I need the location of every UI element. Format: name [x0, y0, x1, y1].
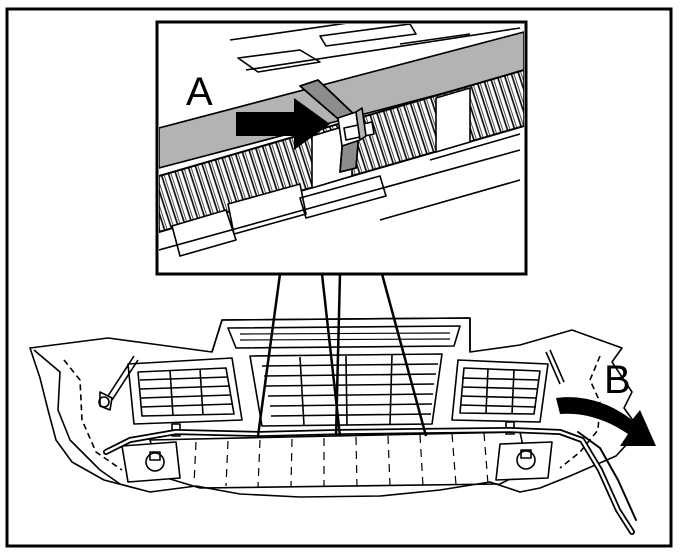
- bumper-left-inner-edge: [63, 359, 123, 471]
- upper-grille-inner: [227, 325, 461, 349]
- right-push-pin-clip: [545, 349, 565, 385]
- upper-grille-slats: [239, 332, 451, 341]
- right-fog-lamp-bracket: [495, 441, 553, 481]
- conduit-tape-wrap-right: [435, 87, 471, 153]
- callout-label-a: A: [186, 70, 213, 114]
- left-push-pin-clip: [98, 355, 139, 411]
- center-grille: [249, 353, 443, 427]
- front-bumper-assembly: [29, 317, 641, 498]
- arrow-b-icon: [556, 397, 656, 446]
- upper-grille-frame: [211, 317, 471, 353]
- arrow-a-icon: [236, 98, 330, 150]
- left-lower-grille: [127, 357, 243, 425]
- under-panel-ribs: [193, 432, 489, 488]
- wire-harness-branch: [577, 431, 637, 521]
- inset-background-panel: [229, 24, 521, 73]
- right-lower-grille: [451, 359, 549, 423]
- cable-tie-clip: [337, 107, 375, 147]
- wire-harness: [103, 427, 637, 535]
- callout-label-b: B: [604, 358, 631, 402]
- left-fog-lamp-bracket: [121, 441, 181, 483]
- bumper-left-corner: [33, 349, 121, 485]
- detail-leader-lines: [256, 273, 428, 437]
